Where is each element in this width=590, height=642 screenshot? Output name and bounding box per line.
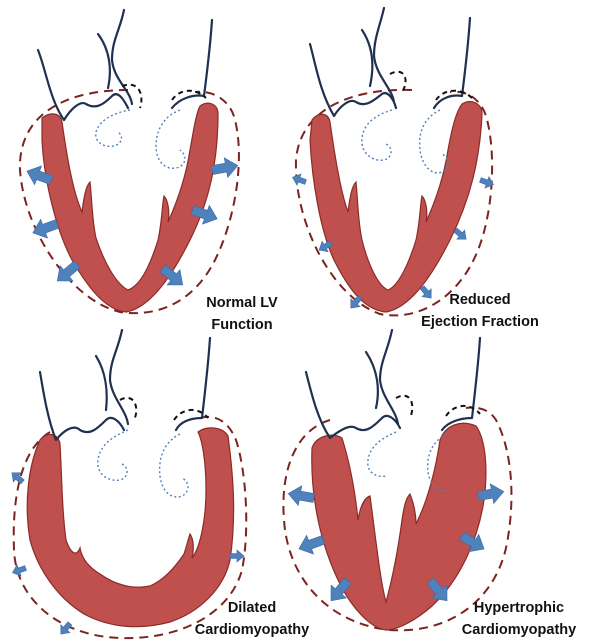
blue-arrow — [230, 550, 244, 562]
blue-arrow — [290, 172, 307, 188]
label-line: Ejection Fraction — [406, 311, 554, 333]
flow-line — [98, 430, 188, 497]
label-line: Reduced — [406, 289, 554, 311]
atrium-vessel — [96, 338, 210, 430]
aorta-vessel — [310, 8, 396, 116]
aorta-vessel — [40, 330, 128, 440]
label-line: Dilated — [176, 597, 328, 619]
flow-line — [362, 110, 448, 173]
aortic-valve — [446, 406, 480, 416]
panel-hypertrophic — [283, 330, 511, 630]
blue-arrow — [8, 468, 26, 486]
label-dilated: Dilated Cardiomyopathy — [176, 597, 328, 641]
flow-line — [96, 110, 185, 168]
panel-reduced-ef — [290, 8, 495, 315]
label-line: Hypertrophic — [448, 597, 590, 619]
label-line: Normal LV — [196, 292, 288, 314]
mitral-valve — [390, 72, 406, 92]
blue-arrow — [478, 174, 495, 190]
label-hypertrophic: Hypertrophic Cardiomyopathy — [448, 597, 590, 641]
myocardium-wall — [310, 102, 482, 312]
aorta-vessel — [306, 330, 400, 438]
label-line: Cardiomyopathy — [176, 619, 328, 641]
panel-dilated — [8, 330, 246, 638]
label-normal-lv: Normal LV Function — [196, 292, 288, 336]
mitral-valve — [396, 396, 412, 418]
label-line: Function — [196, 314, 288, 336]
label-reduced-ef: Reduced Ejection Fraction — [406, 289, 554, 333]
label-line: Cardiomyopathy — [448, 619, 590, 641]
panel-normal-lv — [20, 10, 240, 313]
aorta-vessel — [38, 10, 132, 120]
blue-arrow — [286, 484, 315, 508]
